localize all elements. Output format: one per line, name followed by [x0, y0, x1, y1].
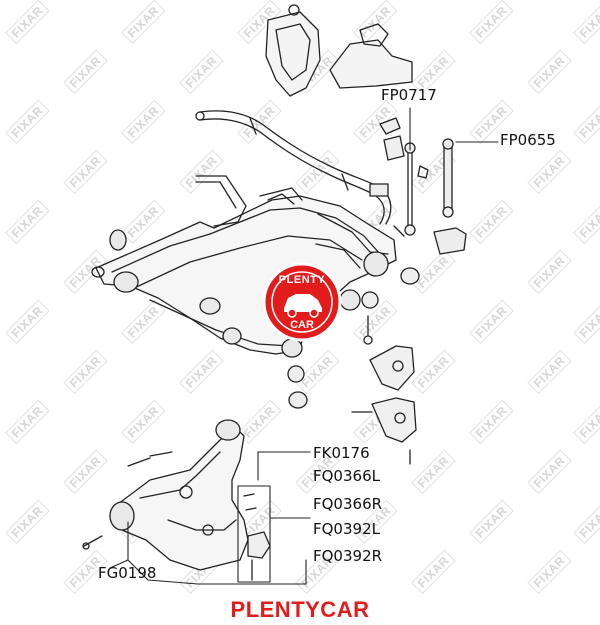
part-label-fq0392l: FQ0392L: [313, 520, 380, 538]
part-label-fp0717: FP0717: [381, 86, 437, 104]
upper-bracket-right: [329, 23, 413, 89]
part-label-fp0655: FP0655: [500, 131, 556, 149]
plentycar-badge-icon: [262, 262, 342, 342]
part-label-fq0392r: FQ0392R: [313, 547, 383, 565]
mounts-right: [351, 267, 420, 465]
lower-control-arm: [82, 419, 249, 571]
part-label-fg0198: FG0198: [98, 564, 157, 582]
mounts-center: [287, 365, 308, 409]
badge-bottom-text: CAR: [290, 319, 314, 331]
part-label-fq0366r: FQ0366R: [313, 495, 383, 513]
stabilizer-bar: [195, 110, 392, 225]
upper-bracket-left: [265, 4, 321, 97]
ball-joint: [243, 493, 271, 581]
badge-top-text: PLENTY: [278, 274, 326, 286]
link-fp0717: [379, 117, 429, 237]
leader-lines: [109, 107, 499, 585]
part-label-fk0176: FK0176: [313, 444, 370, 462]
link-fp0655: [433, 138, 467, 255]
part-label-fq0366l: FQ0366L: [313, 467, 380, 485]
footer-brand: PLENTYCAR: [230, 597, 370, 622]
subframe: [91, 175, 397, 358]
